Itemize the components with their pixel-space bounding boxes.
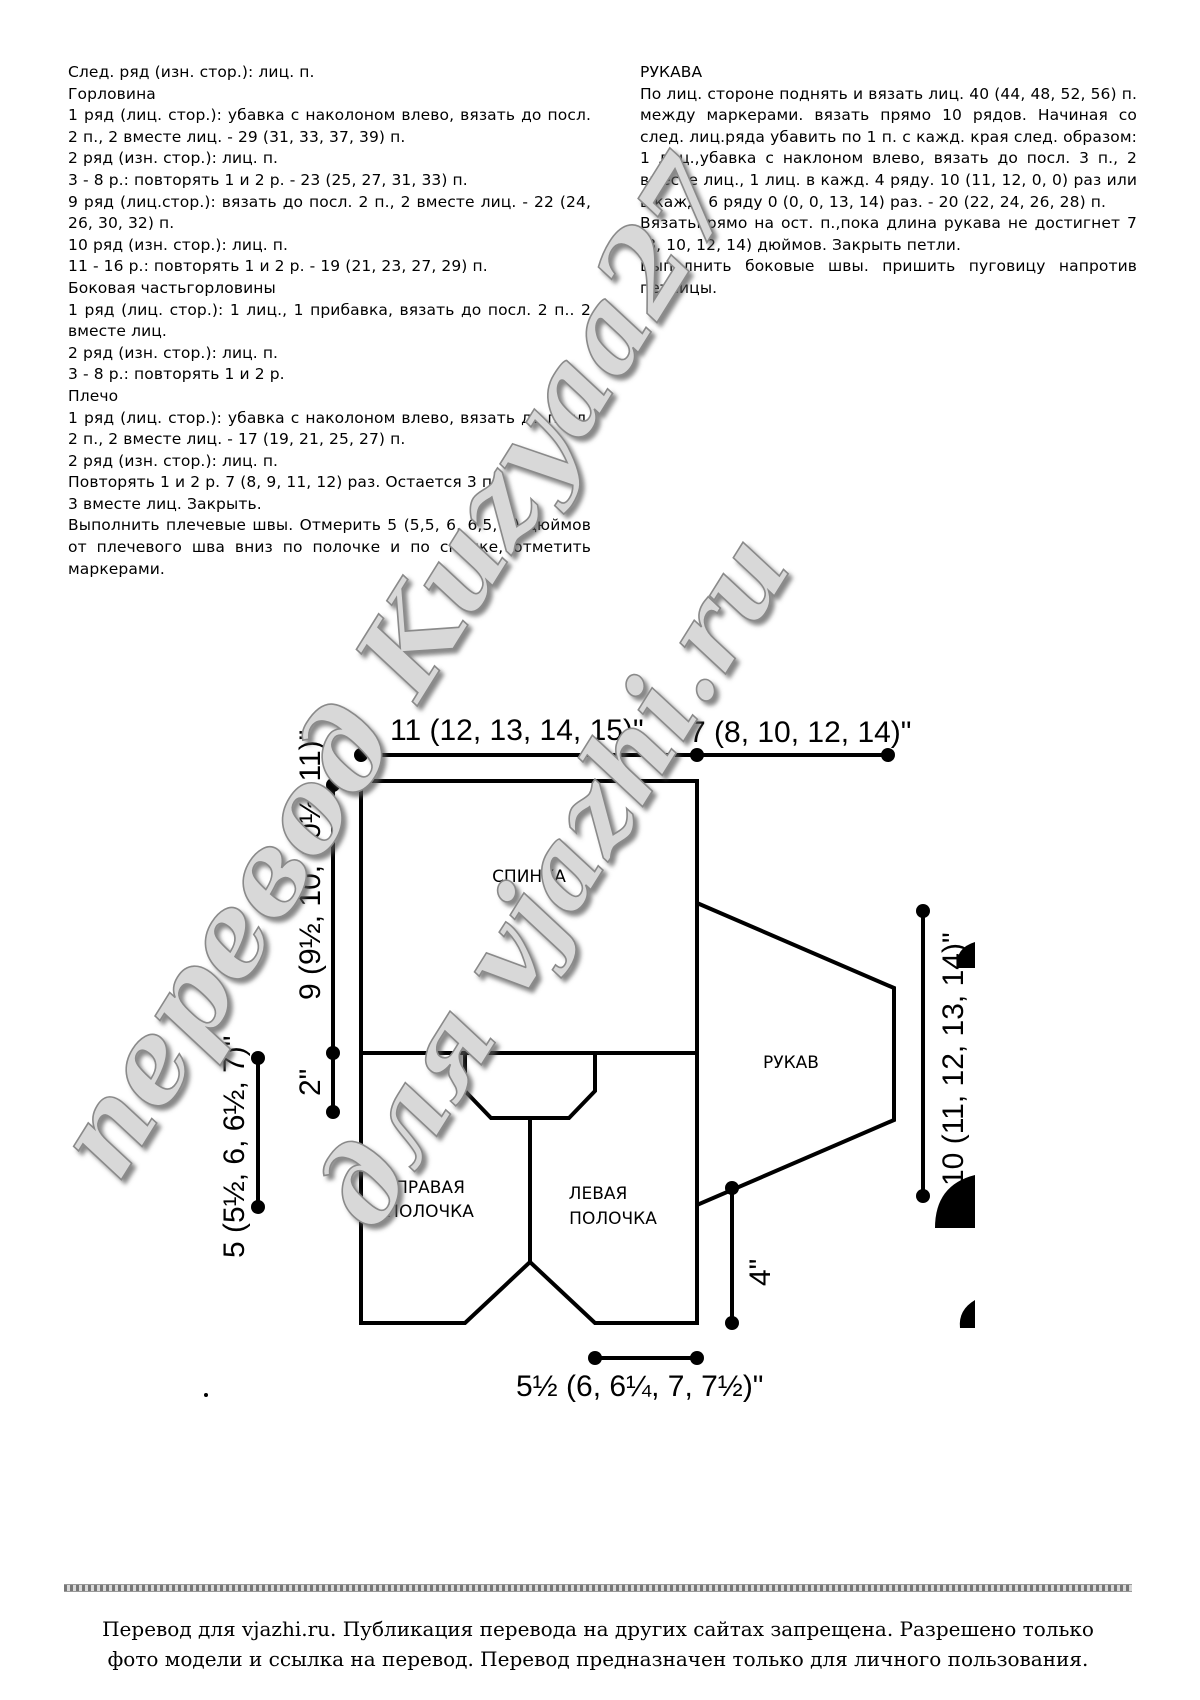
instruction-line: 1 ряд (лиц. стор.): убавка с наколоном в…: [68, 106, 591, 146]
right-front-label-1: ПРАВАЯ: [395, 1178, 465, 1198]
footer-line-1: Перевод для vjazhi.ru. Публикация перево…: [102, 1617, 1094, 1641]
instruction-line: 2 ряд (изн. стор.): лиц. п.: [68, 343, 279, 362]
instruction-line: Повторять 1 и 2 р. 7 (8, 9, 11, 12) раз.…: [68, 473, 498, 492]
instruction-line: 1 ряд (лиц. стор.): убавка с наколоном в…: [68, 408, 591, 449]
dimension-labels: 11 (12, 13, 14, 15)" 7 (8, 10, 12, 14)" …: [218, 714, 970, 1403]
instruction-line: Выполнить боковые швы. пришить пуговицу …: [640, 257, 1137, 297]
instruction-line: 9 ряд (лиц.стор.): вязать до посл. 2 п.,…: [68, 192, 591, 233]
front-width-label: 5½ (6, 6¼, 7, 7½)": [516, 1370, 763, 1403]
instruction-line: Вязатьпрямо на ост. п.,пока длина рукава…: [640, 214, 1137, 254]
armhole-label: 5 (5½, 6, 6½, 7)": [218, 1036, 251, 1258]
sleeve-top-label: 10 (11, 12, 13, 14)": [937, 932, 970, 1186]
instruction-line: Выполнить плечевые швы. Отмерить 5 (5,5,…: [68, 516, 591, 578]
instruction-line: 11 - 16 р.: повторять 1 и 2 р. - 19 (21,…: [68, 257, 488, 276]
instruction-line: 2 ряд (изн. стор.): лиц. п.: [68, 149, 279, 168]
instruction-line: 2 ряд (изн. стор.): лиц. п.: [68, 451, 279, 470]
instruction-line: След. ряд (изн. стор.): лиц. п.: [68, 63, 315, 81]
footer-divider: [64, 1584, 1132, 1592]
section-heading-shoulder: Плечо: [68, 386, 119, 405]
instruction-line: 1 ряд (лиц. стор.): 1 лиц., 1 прибавка, …: [68, 300, 591, 341]
instruction-line: 3 - 8 р.: повторять 1 и 2 р. - 23 (25, 2…: [68, 170, 468, 189]
section-heading-side-neck: Боковая частьгорловины: [68, 278, 276, 297]
left-front-label-1: ЛЕВАЯ: [569, 1184, 628, 1204]
sleeve-length-label: 7 (8, 10, 12, 14)": [689, 716, 911, 749]
width-back-label: 11 (12, 13, 14, 15)": [390, 714, 644, 747]
height-main-label: 9 (9½, 10, 10½, 11)": [294, 730, 327, 1000]
dimension-lines: [256, 753, 925, 1360]
footer: Перевод для vjazhi.ru. Публикация перево…: [64, 1614, 1132, 1674]
section-heading-sleeves: РУКАВА: [640, 63, 703, 81]
cuff-label: 4": [744, 1259, 777, 1286]
edge-shapes: [935, 942, 975, 1328]
piece-labels: СПИНКА РУКАВ ПРАВАЯ ПОЛОЧКА ЛЕВАЯ ПОЛОЧК…: [386, 867, 819, 1229]
back-label: СПИНКА: [492, 867, 566, 887]
right-front-label-2: ПОЛОЧКА: [386, 1202, 474, 1222]
instruction-line: По лиц. стороне поднять и вязать лиц. 40…: [640, 84, 1137, 211]
neck-drop-label: 2": [294, 1069, 327, 1096]
instructions-left-column: След. ряд (изн. стор.): лиц. п. Горловин…: [68, 62, 591, 580]
instruction-line: 3 - 8 р.: повторять 1 и 2 р.: [68, 365, 285, 384]
sleeve-label: РУКАВ: [763, 1053, 819, 1073]
instruction-line: 3 вместе лиц. Закрыть.: [68, 494, 262, 513]
garment-outline: [359, 779, 896, 1325]
dimension-dots: [204, 748, 930, 1397]
instructions-right-column: РУКАВА По лиц. стороне поднять и вязать …: [640, 62, 1137, 300]
left-front-label-2: ПОЛОЧКА: [569, 1209, 657, 1229]
section-heading-neckline: Горловина: [68, 84, 156, 103]
footer-line-2: фото модели и ссылка на перевод. Перевод…: [107, 1647, 1089, 1671]
instruction-line: 10 ряд (изн. стор.): лиц. п.: [68, 235, 289, 254]
